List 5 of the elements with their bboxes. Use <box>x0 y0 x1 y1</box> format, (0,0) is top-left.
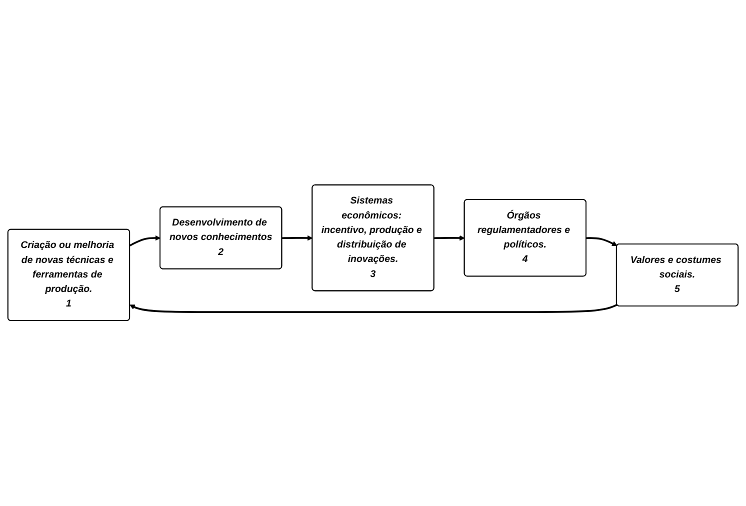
arrow <box>434 236 465 241</box>
arrow <box>129 236 161 247</box>
arrow <box>282 236 313 241</box>
arrow <box>586 237 618 246</box>
arrow <box>130 304 618 314</box>
